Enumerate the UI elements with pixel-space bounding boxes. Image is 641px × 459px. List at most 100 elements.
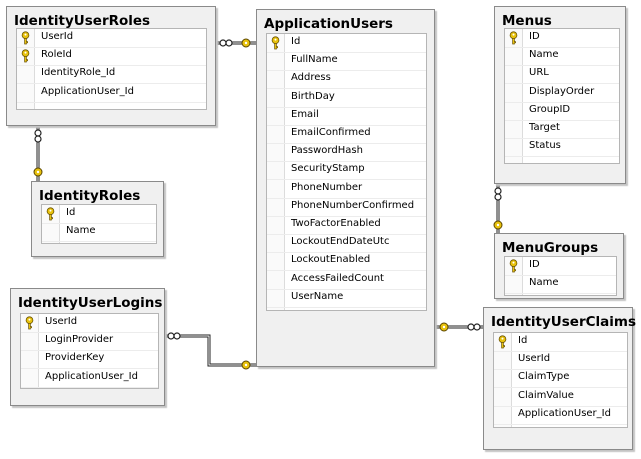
column-name: SecurityStamp	[291, 163, 365, 175]
column-row[interactable]: FullName	[267, 52, 426, 72]
column-row[interactable]: ApplicationUser_Id	[17, 84, 206, 103]
column-row[interactable]: TwoFactorEnabled	[267, 216, 426, 235]
column-row[interactable]: Name	[505, 47, 619, 67]
column-row[interactable]: Status	[505, 138, 619, 158]
column-name: LockoutEnabled	[291, 254, 371, 266]
column-name: AccessFailedCount	[291, 272, 384, 284]
table-title: MenuGroups	[502, 240, 599, 256]
column-row[interactable]: URL	[505, 65, 619, 85]
column-row[interactable]: ClaimType	[494, 369, 627, 389]
column-row[interactable]: SecurityStamp	[267, 161, 426, 181]
column-row[interactable]: PhoneNumber	[267, 180, 426, 199]
column-row[interactable]: Email	[267, 107, 426, 126]
column-name: ID	[529, 31, 540, 42]
column-row[interactable]: ID	[505, 29, 619, 48]
column-row[interactable]: Address	[267, 70, 426, 90]
column-row[interactable]: DisplayOrder	[505, 84, 619, 103]
column-row[interactable]: Id	[494, 333, 627, 352]
relationship-identityuserlogins-applicationusers[interactable]	[165, 332, 256, 370]
column-row[interactable]: ApplicationUser_Id	[21, 369, 158, 388]
one-end-key-icon	[241, 38, 251, 48]
table-title: IdentityUserClaims	[491, 314, 636, 330]
relationship-menus-menugroups[interactable]	[493, 184, 503, 233]
column-row[interactable]: UserId	[17, 29, 206, 48]
column-row[interactable]: Target	[505, 120, 619, 139]
column-row[interactable]: LockoutEndDateUtc	[267, 234, 426, 254]
column-name: EmailConfirmed	[291, 127, 371, 138]
column-name: GroupID	[529, 103, 571, 115]
column-row[interactable]: LoginProvider	[21, 332, 158, 352]
column-row[interactable]: Id	[267, 34, 426, 53]
column-row[interactable]: EmailConfirmed	[267, 125, 426, 144]
column-name: TwoFactorEnabled	[291, 218, 381, 229]
primary-key-icon	[46, 207, 55, 221]
column-row[interactable]: UserId	[21, 314, 158, 333]
column-row[interactable]: IdentityRole_Id	[17, 65, 206, 85]
column-row[interactable]: LockoutEnabled	[267, 252, 426, 272]
column-name: ClaimType	[518, 371, 570, 383]
column-name: UserId	[45, 316, 78, 327]
one-end-key-icon	[493, 220, 503, 230]
many-end-infinity-icon	[34, 129, 42, 143]
column-row[interactable]: UserId	[494, 351, 627, 371]
relationship-identityuserclaims-applicationusers[interactable]	[435, 322, 483, 332]
many-end-infinity-icon	[467, 323, 481, 331]
relationship-identityuserroles-identityroles[interactable]	[33, 126, 43, 181]
column-name: LockoutEndDateUtc	[291, 236, 390, 248]
column-row[interactable]: RoleId	[17, 47, 206, 67]
column-row[interactable]: BirthDay	[267, 89, 426, 108]
column-name: LoginProvider	[45, 334, 114, 346]
primary-key-icon	[271, 36, 280, 50]
column-row[interactable]: PasswordHash	[267, 143, 426, 163]
column-row[interactable]: PhoneNumberConfirmed	[267, 198, 426, 217]
column-name: DisplayOrder	[529, 85, 595, 97]
table-title: IdentityRoles	[39, 188, 141, 204]
column-name: ClaimValue	[518, 389, 574, 401]
primary-key-icon	[21, 49, 30, 63]
many-end-infinity-icon	[219, 39, 233, 47]
column-name: Name	[529, 277, 559, 289]
column-name: PhoneNumber	[291, 181, 363, 193]
column-row[interactable]: ID	[505, 257, 616, 276]
relationship-identityuserroles-applicationusers[interactable]	[216, 38, 256, 48]
column-name: ApplicationUser_Id	[45, 370, 138, 382]
primary-key-icon	[509, 259, 518, 273]
many-end-infinity-icon	[494, 187, 502, 201]
column-row[interactable]: AccessFailedCount	[267, 271, 426, 290]
column-row[interactable]: Id	[42, 205, 156, 224]
column-row[interactable]: ApplicationUser_Id	[494, 406, 627, 425]
column-name: Target	[529, 122, 560, 133]
column-name: UserId	[518, 353, 551, 365]
primary-key-icon	[498, 335, 507, 349]
column-row[interactable]: Name	[42, 223, 156, 243]
column-name: ID	[529, 259, 540, 270]
connector-line	[165, 334, 256, 367]
column-name: BirthDay	[291, 90, 335, 102]
one-end-key-icon	[439, 322, 449, 332]
column-row[interactable]: GroupID	[505, 102, 619, 121]
column-name: UserName	[291, 290, 344, 302]
one-end-key-icon	[241, 360, 251, 370]
column-name: ProviderKey	[45, 352, 105, 364]
column-name: Name	[529, 49, 559, 61]
column-name: Id	[291, 36, 301, 47]
column-row[interactable]: ProviderKey	[21, 350, 158, 370]
column-name: Id	[518, 335, 528, 346]
table-title: IdentityUserRoles	[14, 13, 151, 29]
column-name: Name	[66, 225, 96, 237]
column-row[interactable]: Name	[505, 275, 616, 295]
table-menugroups[interactable]: MenuGroups ID Name	[494, 233, 624, 299]
column-row[interactable]: UserName	[267, 289, 426, 308]
column-row[interactable]: ClaimValue	[494, 388, 627, 407]
